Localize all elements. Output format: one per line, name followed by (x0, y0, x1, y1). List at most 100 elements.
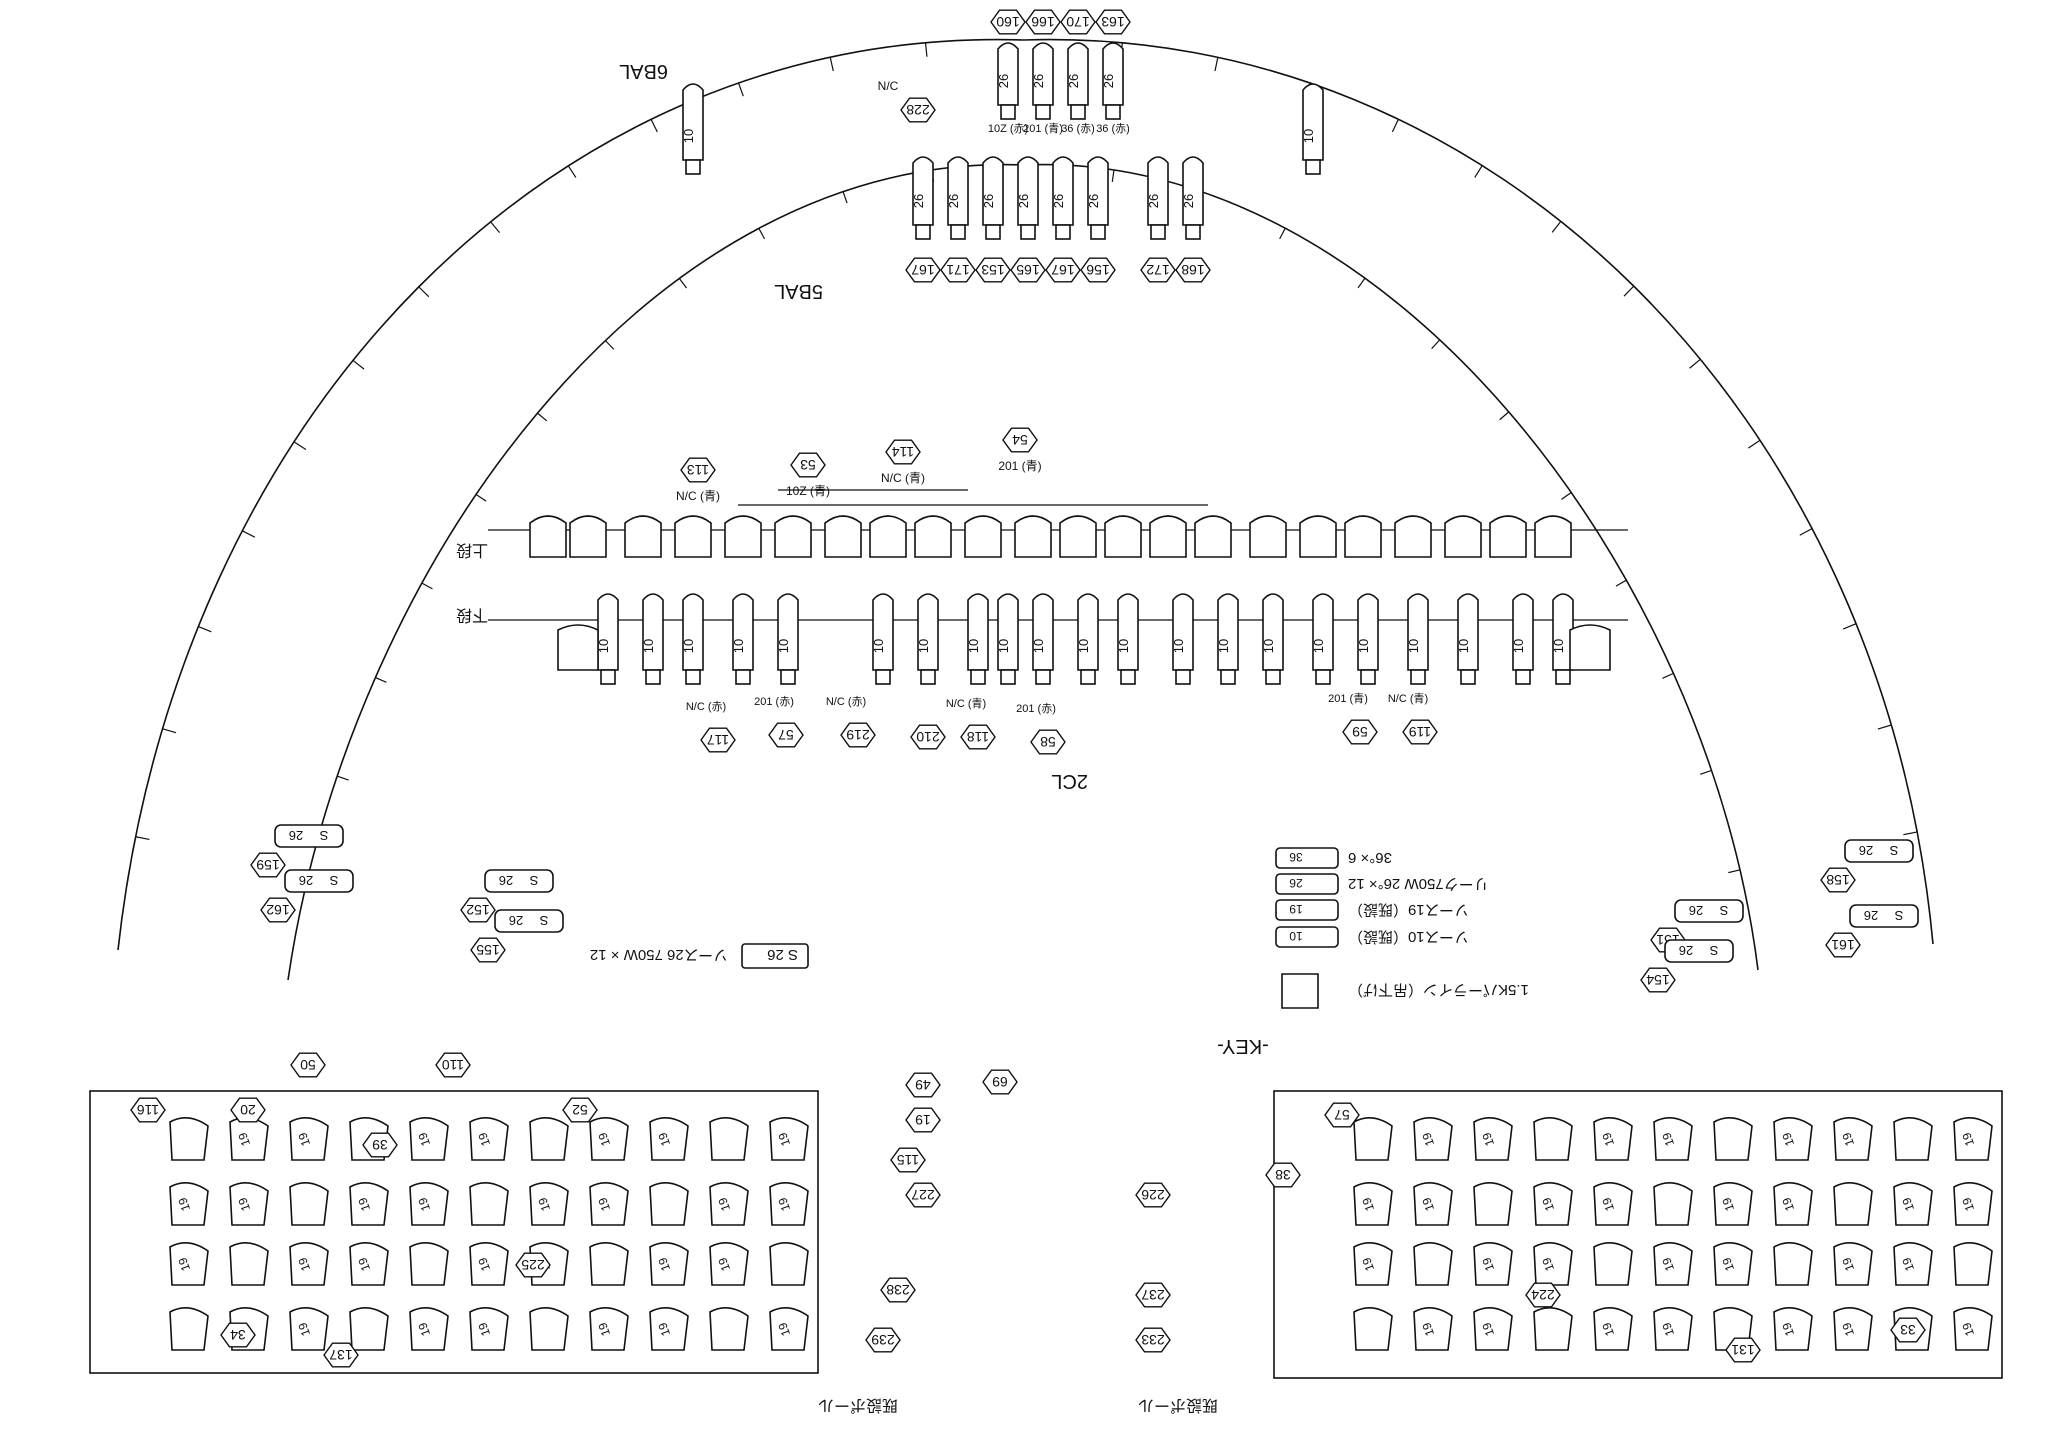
lamp-type: 19 (775, 1195, 793, 1213)
upper-pipe-fresnel (869, 515, 907, 558)
pole-spot: 19 (1473, 1307, 1513, 1351)
mid-ring-circuit: 167 (905, 257, 941, 283)
circuit-number: 110 (442, 1057, 465, 1073)
pole-spot: 19 (589, 1117, 629, 1161)
pole-spot (709, 1307, 749, 1351)
lower-pipe-circuit: 219 (840, 722, 876, 748)
lamp-type: 10 (1551, 639, 1566, 653)
pole-spot (169, 1307, 209, 1351)
arc-tick (1662, 672, 1674, 679)
upper-pipe-circuit: 53 (790, 452, 826, 478)
lamp-type: 26 (981, 194, 996, 208)
lamp-type: 19 (1659, 1255, 1677, 1273)
lamp-type: 26 (499, 873, 513, 888)
lower-pipe-spot: 10 (681, 593, 704, 685)
pole-spot: 19 (1413, 1117, 1453, 1161)
lamp-type: 26 (946, 194, 961, 208)
new-lamp: S (1894, 908, 1903, 923)
upper-pipe-fresnel (1014, 515, 1052, 558)
pole-spot: 19 (1353, 1242, 1393, 1286)
lamp-type: 19 (1839, 1255, 1857, 1273)
pole-spot (409, 1242, 449, 1286)
lamp-type: 26 (1101, 74, 1116, 88)
circuit-note: 201 (赤) (1016, 702, 1056, 715)
key-text: 36°× 6 (1348, 849, 1392, 866)
lamp-type: 26 (1051, 194, 1066, 208)
upper-pipe-fresnel (569, 515, 607, 558)
lower-pipe-spot: 10 (1551, 593, 1574, 685)
lamp-type: 19 (1959, 1195, 1977, 1213)
key-text: ソース10（既設） (1348, 928, 1469, 945)
circuit-number: 226 (1141, 1187, 1165, 1203)
new-lamp: S (1889, 843, 1898, 858)
pole-spot (1773, 1242, 1813, 1286)
upper-pipe-circuit: 54 (1002, 427, 1038, 453)
circuit-number: 160 (996, 14, 1020, 30)
pole-spot: 19 (709, 1182, 749, 1226)
key-text: 1.5Kパーライン（吊下げ） (1348, 981, 1529, 998)
new-fixture-code: S 26 (767, 946, 798, 963)
pole-spot: 19 (1833, 1117, 1873, 1161)
lamp-type: 10 (966, 639, 981, 653)
lamp-type: 26 (996, 74, 1011, 88)
pole-spot: 19 (1593, 1307, 1633, 1351)
spot-note: N/C (878, 79, 899, 93)
circuit-number: 59 (1352, 724, 1368, 740)
upper-pipe-fresnel (1299, 515, 1337, 558)
circuit-note: N/C (赤) (686, 700, 726, 713)
circuit-note: 10Z (青) (786, 484, 830, 498)
pole-spot: 19 (1953, 1182, 1993, 1226)
5bal-label: 5BAL (774, 280, 823, 302)
lamp-type: 19 (595, 1130, 613, 1148)
upper-pipe-circuit: 113 (680, 457, 716, 483)
circuit-number: 219 (846, 727, 870, 743)
upper-pipe-fresnel (674, 515, 712, 558)
spot-note: 36 (赤) (1096, 122, 1130, 135)
side-spot: S26 (1844, 839, 1914, 863)
lamp-type: 19 (655, 1255, 673, 1273)
arc-tick (738, 82, 744, 97)
pole-spot (529, 1117, 569, 1161)
circuit-note: N/C (青) (946, 697, 986, 710)
circuit-number: 154 (1646, 972, 1670, 988)
circuit-number: 165 (1016, 262, 1040, 278)
pole-spot (1413, 1242, 1453, 1286)
pole-spot: 19 (1713, 1182, 1753, 1226)
circuit-number: 152 (466, 902, 490, 918)
circuit-number: 228 (906, 102, 930, 118)
pole-spot (469, 1182, 509, 1226)
lamp-type: 26 (1066, 74, 1081, 88)
arc-tick (1728, 869, 1741, 874)
arc-tick (1391, 118, 1399, 133)
lamp-type: 26 (299, 873, 313, 888)
pole-circuit: 19 (905, 1107, 941, 1133)
arc-tick (135, 836, 150, 841)
lamp-type: 10 (1301, 129, 1316, 143)
bottom-right-caption: 既設ポール (1138, 1396, 1218, 1414)
lamp-type: 19 (1839, 1320, 1857, 1338)
lamp-type: 19 (1779, 1320, 1797, 1338)
6bal-arc (117, 38, 1934, 951)
mid-ring-spot: 26 (946, 156, 969, 240)
pole-spot: 19 (409, 1182, 449, 1226)
pole-spot: 19 (169, 1182, 209, 1226)
lamp-type: 10 (996, 639, 1011, 653)
circuit-number: 49 (915, 1077, 931, 1093)
pole-spot (1533, 1307, 1573, 1351)
lamp-type: 19 (1719, 1195, 1737, 1213)
arc-tick (375, 677, 387, 683)
circuit-number: 159 (256, 857, 280, 873)
upper-pipe-fresnel (624, 515, 662, 558)
lamp-type: 19 (475, 1130, 493, 1148)
arc-tick (829, 57, 834, 72)
circuit-number: 161 (1831, 937, 1855, 953)
pole-spot (1353, 1307, 1393, 1351)
circuit-number: 33 (1900, 1322, 1916, 1338)
arc-tick (490, 221, 501, 234)
mid-ring-spot: 26 (1146, 156, 1169, 240)
pole-spot: 19 (349, 1242, 389, 1286)
circuit-note: N/C (青) (881, 471, 925, 485)
lamp-type: 26 (1864, 908, 1878, 923)
